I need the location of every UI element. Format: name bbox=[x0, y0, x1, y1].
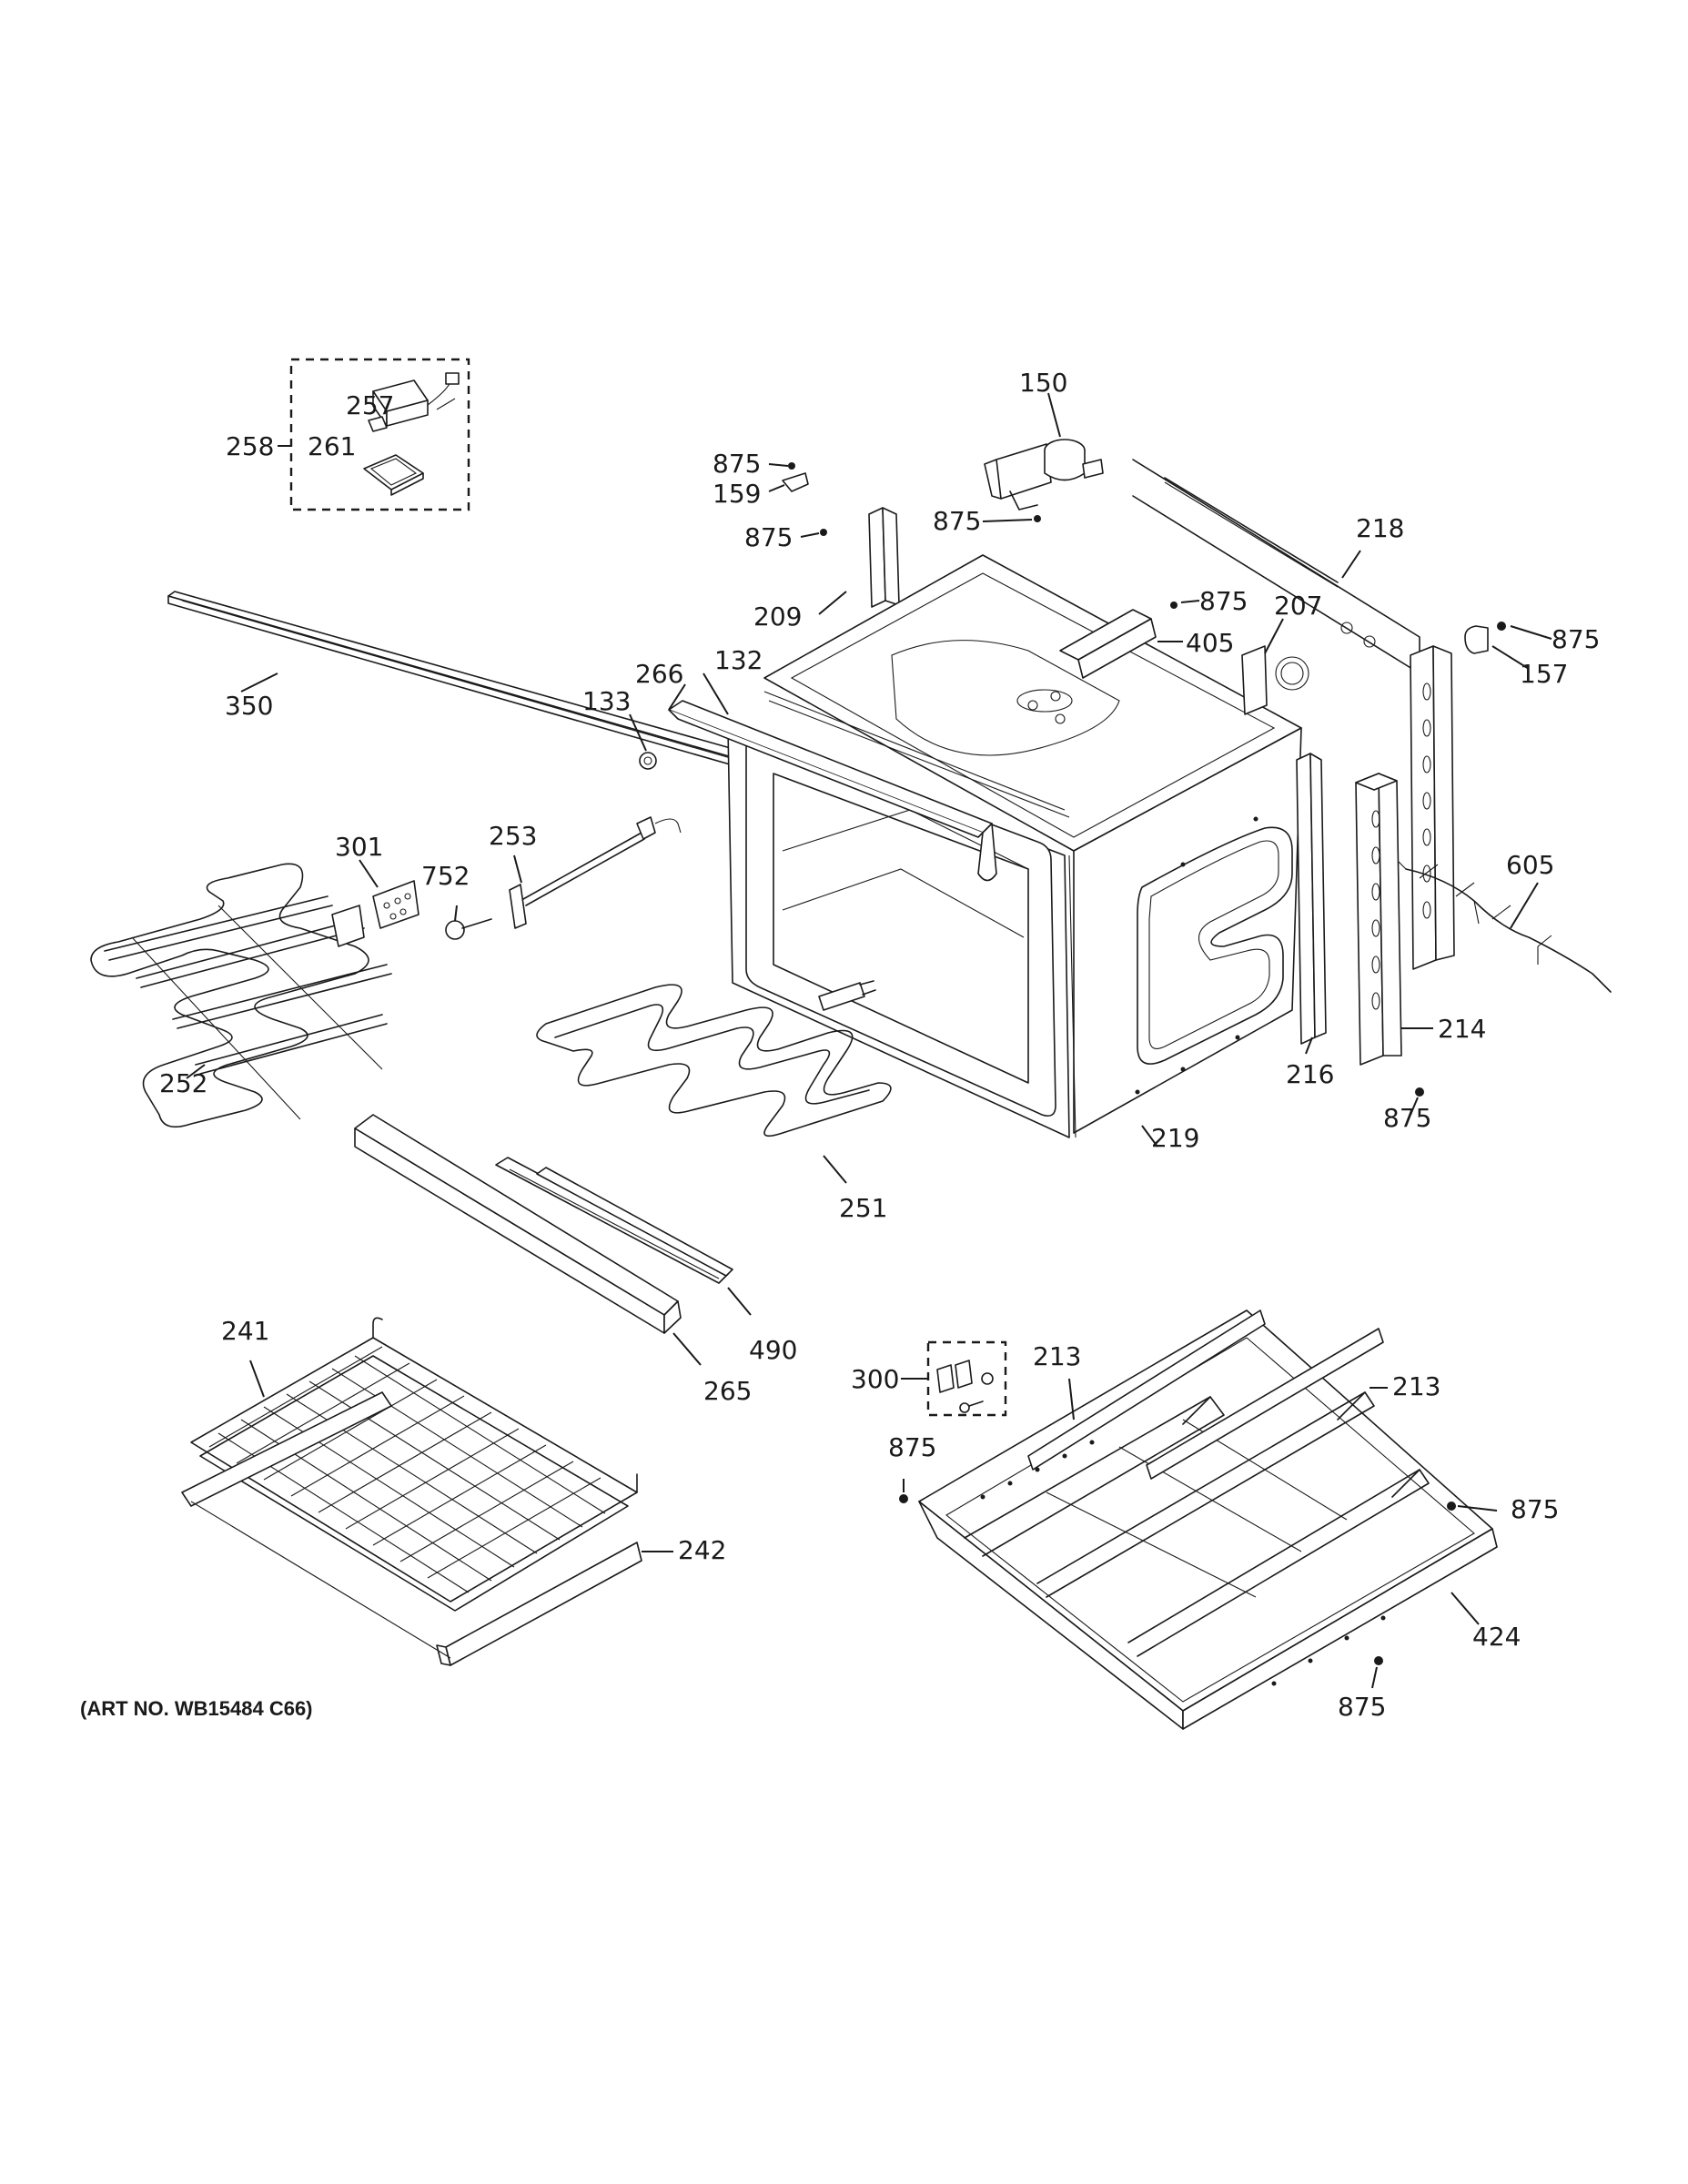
sensor-253 bbox=[509, 816, 682, 929]
callout-216: 216 bbox=[1286, 1059, 1334, 1089]
callout-490: 490 bbox=[749, 1335, 797, 1365]
callout-214: 214 bbox=[1438, 1014, 1486, 1044]
callout-209: 209 bbox=[753, 602, 802, 632]
callout-242: 242 bbox=[678, 1535, 726, 1565]
callout-266: 266 bbox=[635, 659, 683, 689]
callout-159: 159 bbox=[713, 479, 761, 509]
duct-405 bbox=[1059, 609, 1183, 679]
callout-207: 207 bbox=[1274, 591, 1322, 621]
callout-261: 261 bbox=[308, 431, 356, 461]
callout-875-g: 875 bbox=[888, 1432, 936, 1462]
rack-slides-242 bbox=[181, 1391, 673, 1666]
callout-213-b: 213 bbox=[1392, 1371, 1440, 1401]
callout-157: 157 bbox=[1520, 659, 1568, 689]
callout-258: 258 bbox=[226, 431, 274, 461]
callout-875-i: 875 bbox=[1338, 1692, 1386, 1722]
kit-258-group bbox=[278, 358, 470, 511]
strip-216 bbox=[1296, 753, 1327, 1055]
oven-cavity bbox=[668, 554, 1309, 1148]
broil-element-252 bbox=[90, 863, 392, 1128]
callout-213-a: 213 bbox=[1033, 1341, 1081, 1371]
grommet-133 bbox=[629, 713, 657, 770]
bracket-207 bbox=[1241, 618, 1284, 715]
callout-265: 265 bbox=[703, 1376, 752, 1406]
callout-875-e: 875 bbox=[1552, 624, 1600, 654]
callout-405: 405 bbox=[1186, 628, 1234, 658]
switch-157 bbox=[1464, 625, 1530, 670]
callout-132: 132 bbox=[714, 645, 763, 675]
callout-252: 252 bbox=[159, 1068, 207, 1098]
callout-752: 752 bbox=[421, 861, 470, 891]
art-number-label: (ART NO. WB15484 C66) bbox=[80, 1697, 313, 1720]
oven-rack-241 bbox=[190, 1317, 638, 1612]
plate-301 bbox=[359, 859, 419, 929]
bottom-tray-424 bbox=[899, 1309, 1498, 1730]
callout-150: 150 bbox=[1019, 368, 1067, 398]
motor-150 bbox=[984, 392, 1104, 511]
callout-875-b: 875 bbox=[933, 506, 981, 536]
bake-element-251 bbox=[536, 980, 892, 1184]
callout-875-d: 875 bbox=[1199, 586, 1248, 616]
rail-490 bbox=[495, 1157, 752, 1316]
callout-241: 241 bbox=[221, 1316, 269, 1346]
callout-300: 300 bbox=[851, 1364, 899, 1394]
callout-350: 350 bbox=[225, 691, 273, 721]
callout-424: 424 bbox=[1472, 1622, 1521, 1652]
callout-218: 218 bbox=[1356, 513, 1404, 543]
callout-875-c: 875 bbox=[744, 522, 793, 552]
bracket-214 bbox=[1355, 773, 1433, 1066]
bracket-209 bbox=[818, 507, 900, 615]
screw-752 bbox=[445, 905, 492, 940]
callout-133: 133 bbox=[582, 686, 631, 716]
channel-and-harness bbox=[1396, 645, 1612, 993]
callout-875-a: 875 bbox=[713, 449, 761, 479]
callout-875-h: 875 bbox=[1511, 1494, 1559, 1524]
callout-257: 257 bbox=[346, 390, 394, 420]
callout-301: 301 bbox=[335, 832, 383, 862]
callout-605: 605 bbox=[1506, 850, 1554, 880]
callout-219: 219 bbox=[1151, 1123, 1199, 1153]
screw-group-875 bbox=[768, 462, 1552, 1116]
callout-labels: 257 258 261 150 875 159 875 875 218 209 … bbox=[80, 368, 1600, 1722]
callout-875-f: 875 bbox=[1383, 1103, 1431, 1133]
callout-253: 253 bbox=[489, 821, 537, 851]
callout-251: 251 bbox=[839, 1193, 887, 1223]
rail-350 bbox=[167, 591, 763, 773]
kit-300-group bbox=[901, 1340, 1007, 1417]
trim-265 bbox=[354, 1114, 702, 1366]
